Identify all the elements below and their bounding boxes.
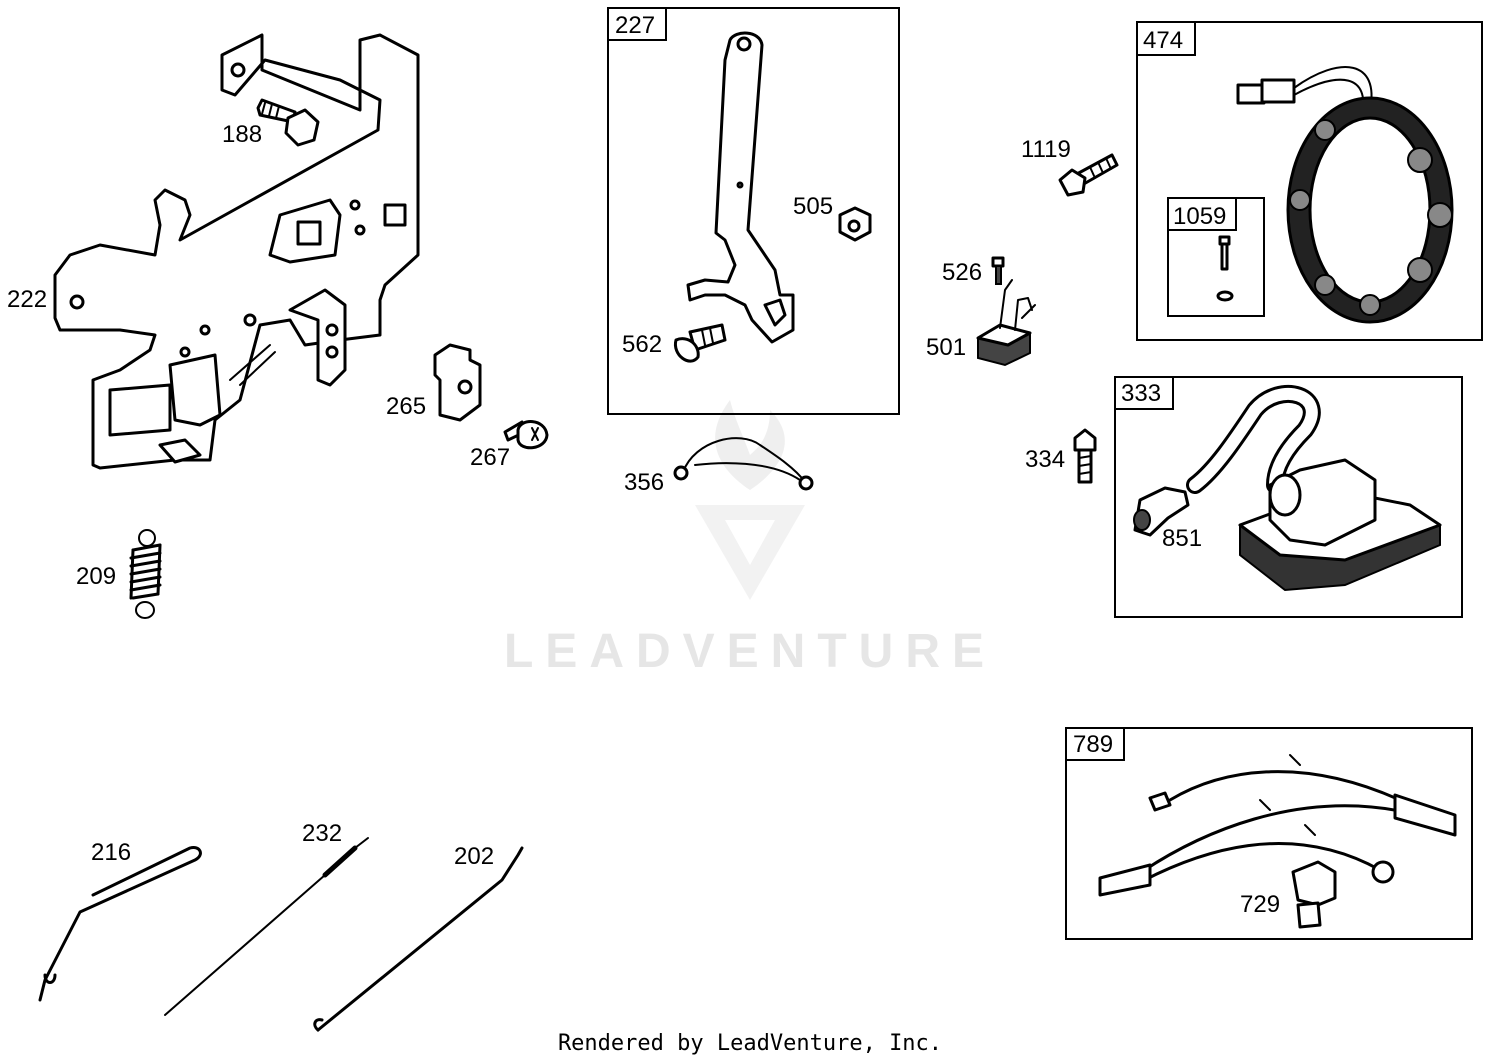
part-562-screw[interactable] [673, 323, 727, 363]
part-227-lever[interactable] [686, 31, 795, 344]
part-356-wire[interactable] [673, 437, 814, 491]
part-232-spring-rod[interactable] [164, 837, 369, 1016]
part-265-clip[interactable] [433, 343, 482, 422]
label-267[interactable]: 267 [470, 444, 510, 471]
part-526-screw[interactable] [991, 256, 1005, 285]
part-474-alternator[interactable] [1236, 66, 1454, 324]
part-729-clip[interactable] [1291, 860, 1337, 929]
part-333-ignition-coil[interactable] [1186, 385, 1442, 592]
part-labels: 188 222 209 265 267 227 505 562 356 1119… [7, 12, 1280, 918]
label-356[interactable]: 356 [624, 469, 664, 496]
label-216[interactable]: 216 [91, 839, 131, 866]
label-505[interactable]: 505 [793, 193, 833, 220]
label-232[interactable]: 232 [302, 820, 342, 847]
part-202-rod[interactable] [313, 846, 524, 1032]
part-505-nut[interactable] [838, 206, 872, 242]
label-501[interactable]: 501 [926, 334, 966, 361]
label-209[interactable]: 209 [76, 563, 116, 590]
part-222-bracket[interactable] [53, 33, 420, 470]
group-box-333 [1114, 376, 1463, 618]
part-334-bolt[interactable] [1073, 428, 1097, 484]
group-box-227 [607, 7, 900, 415]
label-222[interactable]: 222 [7, 286, 47, 313]
label-474[interactable]: 474 [1143, 27, 1183, 54]
part-216-rod[interactable] [38, 845, 202, 1002]
part-267-screw[interactable] [503, 420, 549, 450]
part-209-spring[interactable] [129, 529, 162, 619]
label-1119[interactable]: 1119 [1021, 136, 1071, 163]
label-789[interactable]: 789 [1073, 731, 1113, 758]
label-333[interactable]: 333 [1121, 380, 1161, 407]
label-188[interactable]: 188 [222, 121, 262, 148]
footer-credit: Rendered by LeadVenture, Inc. [558, 1031, 942, 1056]
label-729[interactable]: 729 [1240, 891, 1280, 918]
part-501-rectifier[interactable] [976, 279, 1036, 367]
part-851-connector[interactable] [1133, 486, 1190, 537]
watermark-brand: LEADVENTURE [504, 625, 996, 678]
group-box-474 [1136, 21, 1483, 341]
part-1119-bolt[interactable] [1058, 153, 1119, 197]
label-265[interactable]: 265 [386, 393, 426, 420]
part-789-wiring-harness[interactable] [1098, 754, 1457, 897]
label-334[interactable]: 334 [1025, 446, 1065, 473]
watermark-logo-icon [695, 400, 805, 600]
part-1059-screw-washer[interactable] [1216, 235, 1234, 302]
group-box-789 [1065, 727, 1473, 940]
label-1059[interactable]: 1059 [1173, 203, 1226, 230]
label-526[interactable]: 526 [942, 259, 982, 286]
label-562[interactable]: 562 [622, 331, 662, 358]
label-202[interactable]: 202 [454, 843, 494, 870]
part-188-screw[interactable] [256, 98, 320, 147]
watermark: LEADVENTURE [504, 400, 996, 678]
label-851[interactable]: 851 [1162, 525, 1202, 552]
label-227[interactable]: 227 [615, 12, 655, 39]
